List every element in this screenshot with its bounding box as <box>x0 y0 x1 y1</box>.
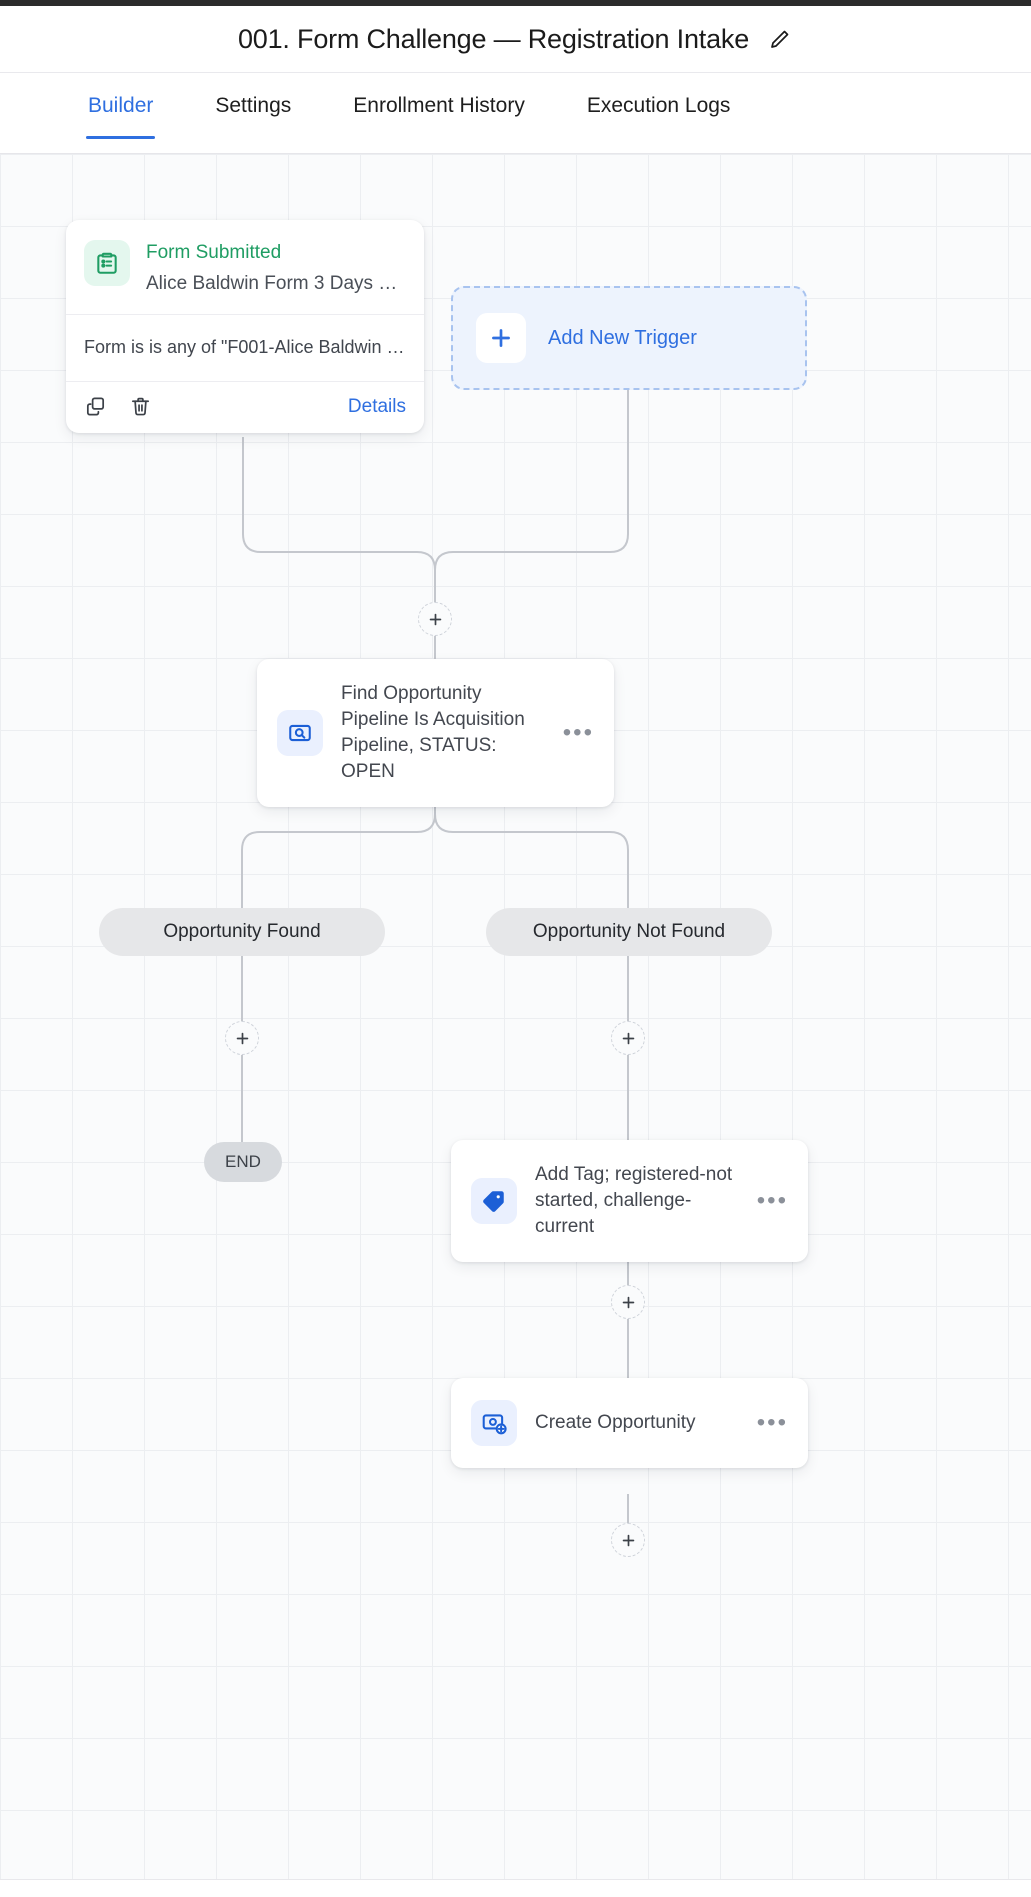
clipboard-list-icon <box>84 240 130 286</box>
trigger-node-body: Form Submitted Alice Baldwin Form 3 Days… <box>66 220 424 315</box>
action-node-add-tag[interactable]: Add Tag; registered-not started, challen… <box>451 1140 808 1262</box>
branch-label-opportunity-not-found[interactable]: Opportunity Not Found <box>486 908 772 956</box>
search-box-icon <box>277 710 323 756</box>
trigger-node-filter: Form is is any of "F001-Alice Baldwin F.… <box>66 315 424 382</box>
branch-label-opportunity-not-found-text: Opportunity Not Found <box>532 921 726 942</box>
copy-icon[interactable] <box>84 395 107 418</box>
tab-builder[interactable]: Builder <box>85 85 156 141</box>
pencil-icon[interactable] <box>767 26 793 52</box>
trigger-node-footer: Details <box>66 382 424 433</box>
action-node-find-opportunity-label: Find Opportunity Pipeline Is Acquisition… <box>341 683 525 782</box>
action-node-add-tag-body: Add Tag; registered-not started, challen… <box>451 1140 808 1262</box>
trigger-node-actions <box>84 395 152 418</box>
action-node-add-tag-label: Add Tag; registered-not started, challen… <box>535 1164 733 1237</box>
branch-label-opportunity-found[interactable]: Opportunity Found <box>99 908 385 956</box>
add-step-button-found-branch[interactable] <box>225 1021 259 1055</box>
tab-enrollment-history[interactable]: Enrollment History <box>353 85 525 141</box>
tab-builder-label: Builder <box>88 94 154 117</box>
end-node-label: END <box>225 1152 261 1171</box>
tab-execution-logs[interactable]: Execution Logs <box>587 85 731 141</box>
tab-execution-logs-label: Execution Logs <box>586 94 731 117</box>
action-node-find-opportunity[interactable]: Find Opportunity Pipeline Is Acquisition… <box>257 659 614 807</box>
page-title: 001. Form Challenge — Registration Intak… <box>237 23 750 54</box>
tab-settings[interactable]: Settings <box>215 85 291 141</box>
action-node-create-opportunity-label: Create Opportunity <box>535 1412 696 1433</box>
trash-icon[interactable] <box>129 395 152 418</box>
details-link[interactable]: Details <box>347 395 406 417</box>
tab-enrollment-history-label: Enrollment History <box>353 94 525 117</box>
page-header: 001. Form Challenge — Registration Intak… <box>0 6 1031 72</box>
more-options-icon-find-opportunity[interactable]: ••• <box>562 719 594 746</box>
window-top-strip <box>0 0 1031 6</box>
add-new-trigger-button[interactable]: Add New Trigger <box>451 286 807 390</box>
add-step-button-after-add-tag[interactable] <box>611 1285 645 1319</box>
more-options-icon-add-tag[interactable]: ••• <box>756 1187 788 1214</box>
plus-icon <box>476 313 526 363</box>
trigger-node-form-submitted[interactable]: Form Submitted Alice Baldwin Form 3 Days… <box>66 220 424 433</box>
end-node: END <box>204 1142 282 1182</box>
trigger-node-title: Form Submitted <box>146 242 282 263</box>
action-node-create-opportunity[interactable]: Create Opportunity ••• <box>451 1378 808 1468</box>
action-node-find-opportunity-body: Find Opportunity Pipeline Is Acquisition… <box>257 659 614 807</box>
tab-bar: Builder Settings Enrollment History Exec… <box>0 72 1031 154</box>
bottom-bar <box>0 1879 1031 1897</box>
add-step-button-not-found-branch[interactable] <box>611 1021 645 1055</box>
more-options-icon-create-opportunity[interactable]: ••• <box>756 1409 788 1436</box>
branch-label-opportunity-found-text: Opportunity Found <box>163 921 321 942</box>
workflow-canvas[interactable]: Form Submitted Alice Baldwin Form 3 Days… <box>0 154 1031 1879</box>
add-step-button-main[interactable] <box>418 602 452 636</box>
create-opportunity-icon <box>471 1400 517 1446</box>
action-node-create-opportunity-body: Create Opportunity ••• <box>451 1378 808 1468</box>
trigger-node-texts: Form Submitted Alice Baldwin Form 3 Days… <box>146 240 406 296</box>
trigger-node-subtitle: Alice Baldwin Form 3 Days Ch... <box>146 273 406 294</box>
add-step-button-after-create-opportunity[interactable] <box>611 1523 645 1557</box>
add-new-trigger-label: Add New Trigger <box>548 326 697 349</box>
tab-settings-label: Settings <box>215 94 292 117</box>
tag-icon <box>471 1178 517 1224</box>
